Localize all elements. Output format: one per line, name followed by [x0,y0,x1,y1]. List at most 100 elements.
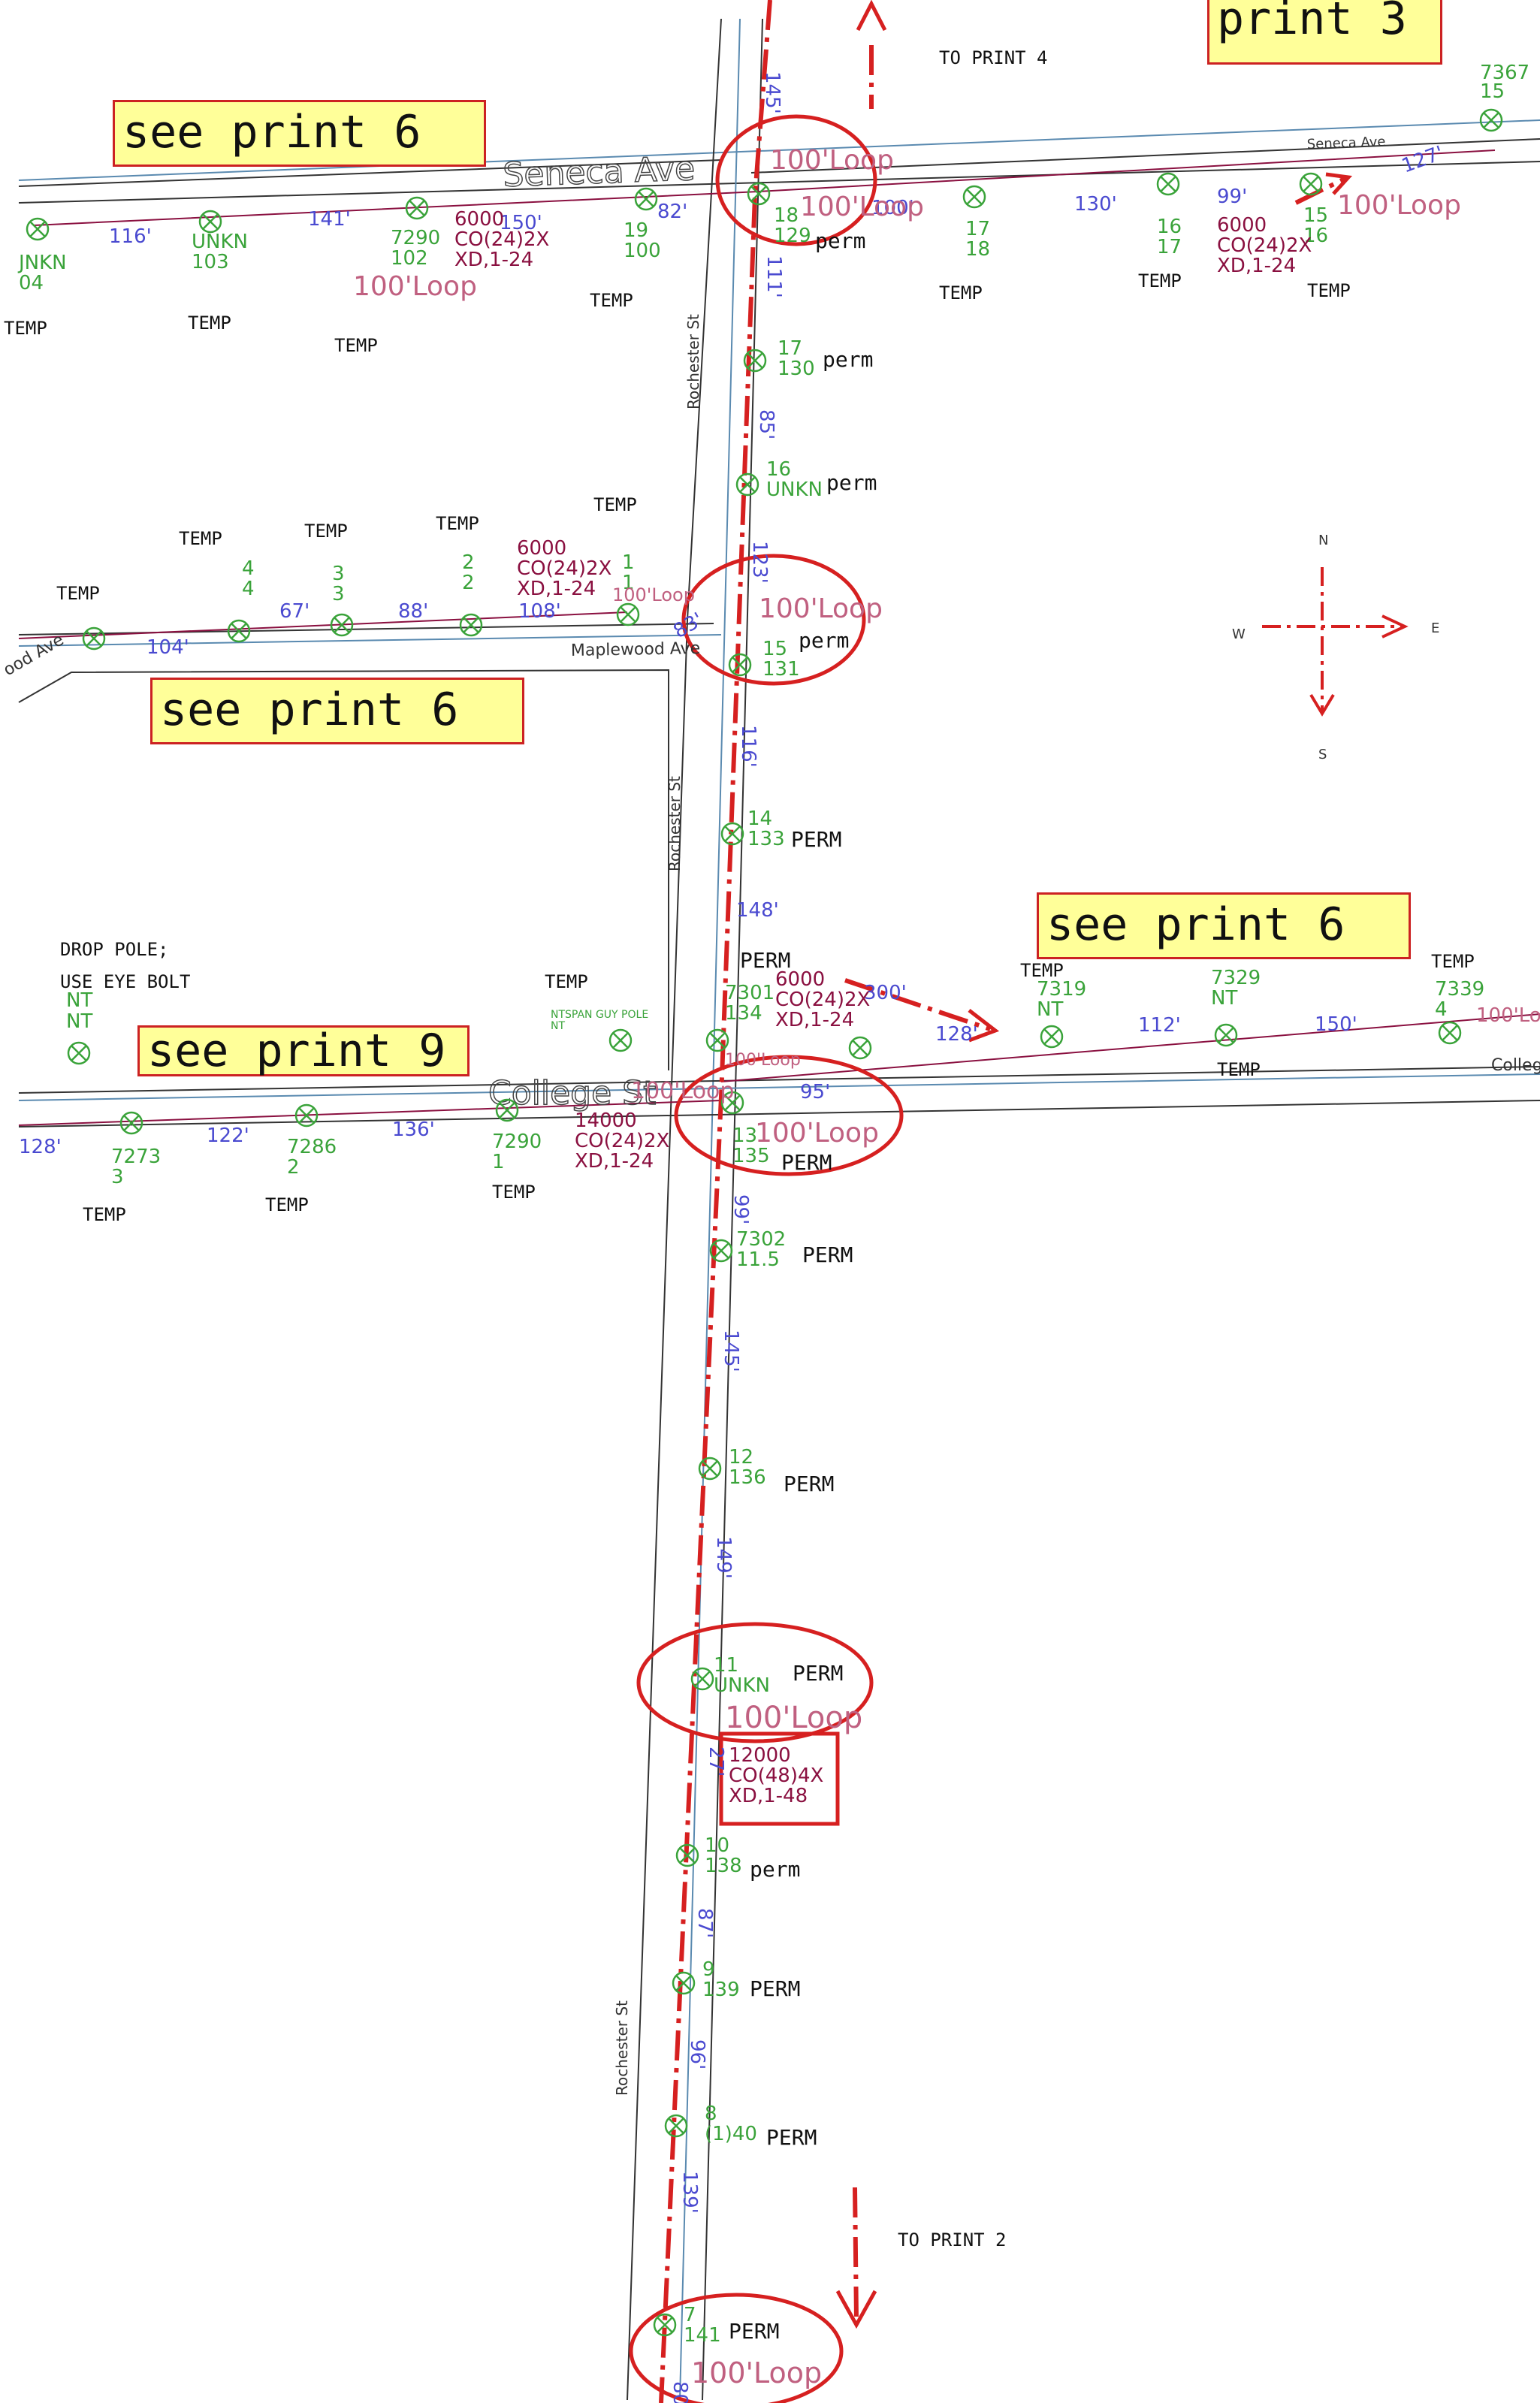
span-148: 148' [736,899,779,922]
pole-7367-b: 15 [1480,80,1505,103]
callout-see-print-6-c: see print 6 [1037,892,1411,959]
cable-12000-2: CO(48)4X [729,1765,823,1787]
pole-7290a-b: 102 [391,247,428,270]
span-128-west: 128' [19,1136,62,1158]
pole-7301-b: 134 [725,1002,762,1025]
note-guy-pole-nt: NT [551,1020,565,1032]
perm-8: PERM [766,2125,817,2150]
span-108: 108' [518,600,561,623]
temp-2: TEMP [188,312,231,334]
pole-10-b: 138 [705,1855,742,1877]
pole-7339-a: 7339 [1435,978,1484,1001]
perm-9: PERM [750,1976,800,2001]
temp-4: TEMP [590,290,633,311]
span-100: 100' [871,197,914,219]
perm-11: PERM [793,1661,843,1686]
pole-unkn103-b: 103 [192,251,229,273]
span-127: 127' [1399,142,1447,178]
pole-jnkn-b: 04 [19,272,44,294]
street-rochester-3: Rochester St [613,2000,631,2096]
note-guy-pole: NTSPAN GUY POLE [551,1009,648,1021]
cable-6000d-1: 6000 [775,968,825,991]
loop-pole7: 100'Loop [691,2356,822,2389]
span-150-college: 150' [1315,1013,1357,1036]
span-136: 136' [392,1118,435,1141]
pole-1-b: 1 [622,572,635,594]
span-83: 83' [670,608,708,643]
pole-7273-a: 7273 [111,1146,161,1168]
span-88: 88' [398,600,428,623]
span-99: 99' [1217,186,1247,208]
compass-rose [1262,567,1405,714]
loop-pole11: 100'Loop [725,1701,862,1735]
cable-6000b-2: CO(24)2X [1217,234,1312,257]
note-nt-2: NT [66,1010,92,1033]
perm-18: perm [815,228,865,253]
street-college-east: College [1491,1056,1540,1075]
span-85: 85' [755,409,778,439]
compass-e: E [1431,620,1439,636]
temp-6: TEMP [1138,270,1182,291]
route-line [659,0,1346,2403]
pole-9-b: 139 [702,1979,740,2001]
pole-12-a: 12 [729,1446,753,1469]
temp-9: TEMP [304,521,348,542]
pole-10-a: 10 [705,1834,729,1857]
span-116-roch: 116' [737,725,759,768]
pole-7290a-a: 7290 [391,227,440,249]
cable-14000-1: 14000 [575,1109,637,1132]
cable-6000b-1: 6000 [1217,214,1267,237]
span-122: 122' [207,1125,249,1147]
pole-11-a: 11 [714,1654,738,1677]
temp-7: TEMP [1307,280,1351,301]
callout-see-print-6-a: see print 6 [113,100,486,167]
note-nt-1: NT [66,989,92,1012]
pole-unkn103-a: UNKN [192,231,248,253]
temp-14: TEMP [1020,960,1064,981]
perm-7: PERM [729,2319,779,2344]
compass-w: W [1232,626,1246,642]
pole-7339-b: 4 [1435,998,1448,1021]
pole-4-b: 4 [242,578,255,600]
pole-7301-a: 7301 [725,982,775,1004]
pole-8-b: (1)40 [705,2123,757,2145]
street-rochester-1: Rochester St [684,314,702,409]
temp-5: TEMP [939,282,983,303]
perm-12: PERM [784,1472,834,1496]
poles [26,108,1503,2337]
pole-7329-a: 7329 [1211,967,1261,989]
temp-1: TEMP [4,318,47,339]
pole-13-a: 13 [732,1125,757,1147]
temp-13: TEMP [545,971,588,992]
span-67: 67' [279,600,310,623]
pole-7319-b: NT [1037,998,1063,1021]
pole-19-a: 19 [624,219,648,242]
pole-15a-b: 16 [1303,225,1328,247]
span-149: 149' [712,1536,735,1579]
callout-print-3: print 3 [1207,0,1442,65]
pole-4-a: 4 [242,557,255,580]
temp-19: TEMP [492,1182,536,1203]
street-seneca: Seneca Ave [503,149,696,195]
temp-11: TEMP [593,494,637,515]
pole-16b-a: 16 [766,458,791,481]
pole-7-b: 141 [684,2324,721,2347]
perm-13: PERM [781,1150,832,1175]
pole-18-b: 129 [774,225,811,247]
cable-6000c-1: 6000 [517,537,566,560]
span-112: 112' [1138,1014,1181,1037]
cable-6000c-2: CO(24)2X [517,557,611,580]
pole-7286-a: 7286 [287,1136,337,1158]
pole-12-b: 136 [729,1466,766,1489]
span-95: 95' [800,1081,830,1103]
pole-15a-a: 15 [1303,204,1328,227]
temp-18: TEMP [265,1194,309,1215]
pole-7273-b: 3 [111,1166,124,1188]
pole-7290b-a: 7290 [492,1131,542,1153]
span-150: 150' [500,212,542,234]
pole-jnkn-a: JNKN [17,252,67,274]
perm-15: perm [799,628,849,653]
street-maplewood: Maplewood Ave [571,639,701,660]
street-rochester-2: Rochester St [666,776,684,871]
pole-13-b: 135 [732,1145,770,1167]
